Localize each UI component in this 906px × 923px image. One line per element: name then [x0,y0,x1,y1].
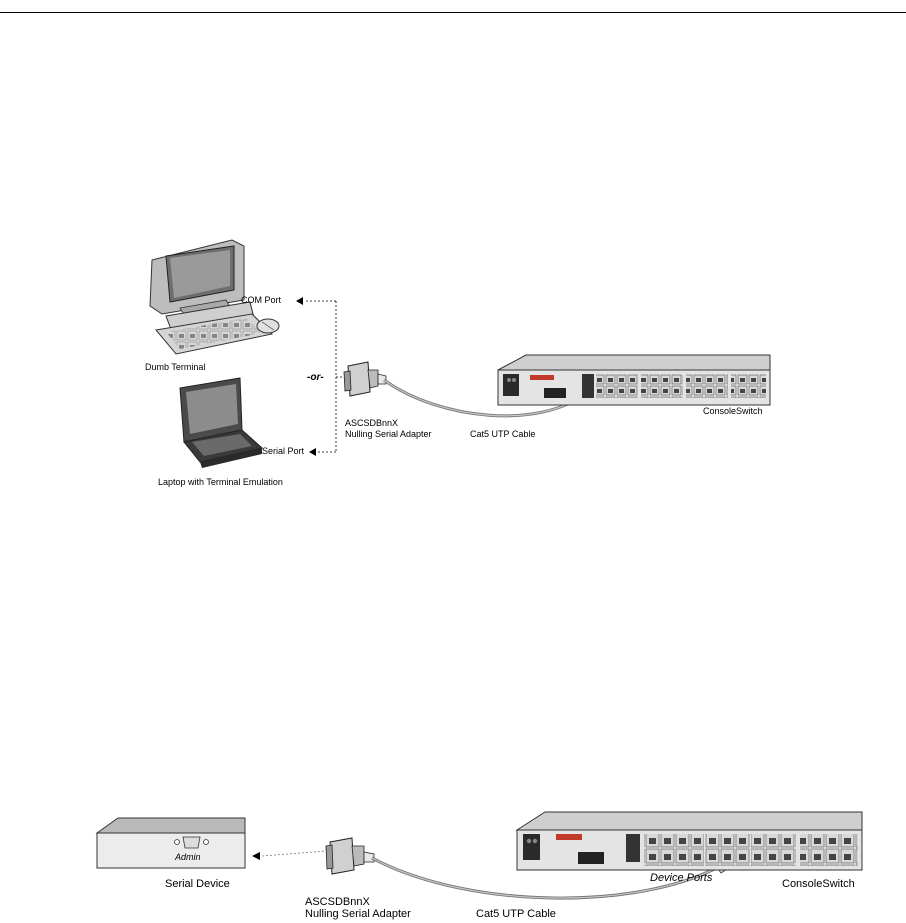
serial-adapter-icon [343,361,387,397]
com-port-arrow [296,297,303,305]
header-rule [0,12,906,13]
adapter-model-label: ASCSDBnnX [345,418,399,428]
cable-label: Cat5 UTP Cable [470,429,536,439]
adapter-model-label-2: ASCSDBnnX [305,896,370,908]
console-switch-icon-2 [515,811,863,871]
device-ports-label: Device Ports [650,872,713,884]
com-port-label: COM Port [241,295,282,305]
connection-line-2 [261,850,327,857]
dumb-terminal-label: Dumb Terminal [145,362,206,372]
console-switch-label-2: ConsoleSwitch [782,878,855,890]
cable-label-2: Cat5 UTP Cable [476,908,556,920]
serial-port-label: Serial Port [262,446,305,456]
laptop-label: Laptop with Terminal Emulation [158,477,283,487]
admin-label: Admin [175,852,201,862]
desktop-computer-icon [149,239,280,355]
serial-adapter-icon-2 [325,837,375,875]
console-switch-icon-1 [497,354,771,406]
laptop-icon [179,377,264,468]
serial-device-label: Serial Device [165,878,230,890]
device-arrow [252,852,260,860]
connection-lines-1 [304,300,344,453]
or-label: -or- [307,372,324,383]
adapter-name-label: Nulling Serial Adapter [345,429,432,439]
console-switch-label: ConsoleSwitch [703,406,763,416]
adapter-name-label-2: Nulling Serial Adapter [305,908,411,920]
serial-device-icon [95,817,246,869]
serial-port-arrow [309,448,316,456]
